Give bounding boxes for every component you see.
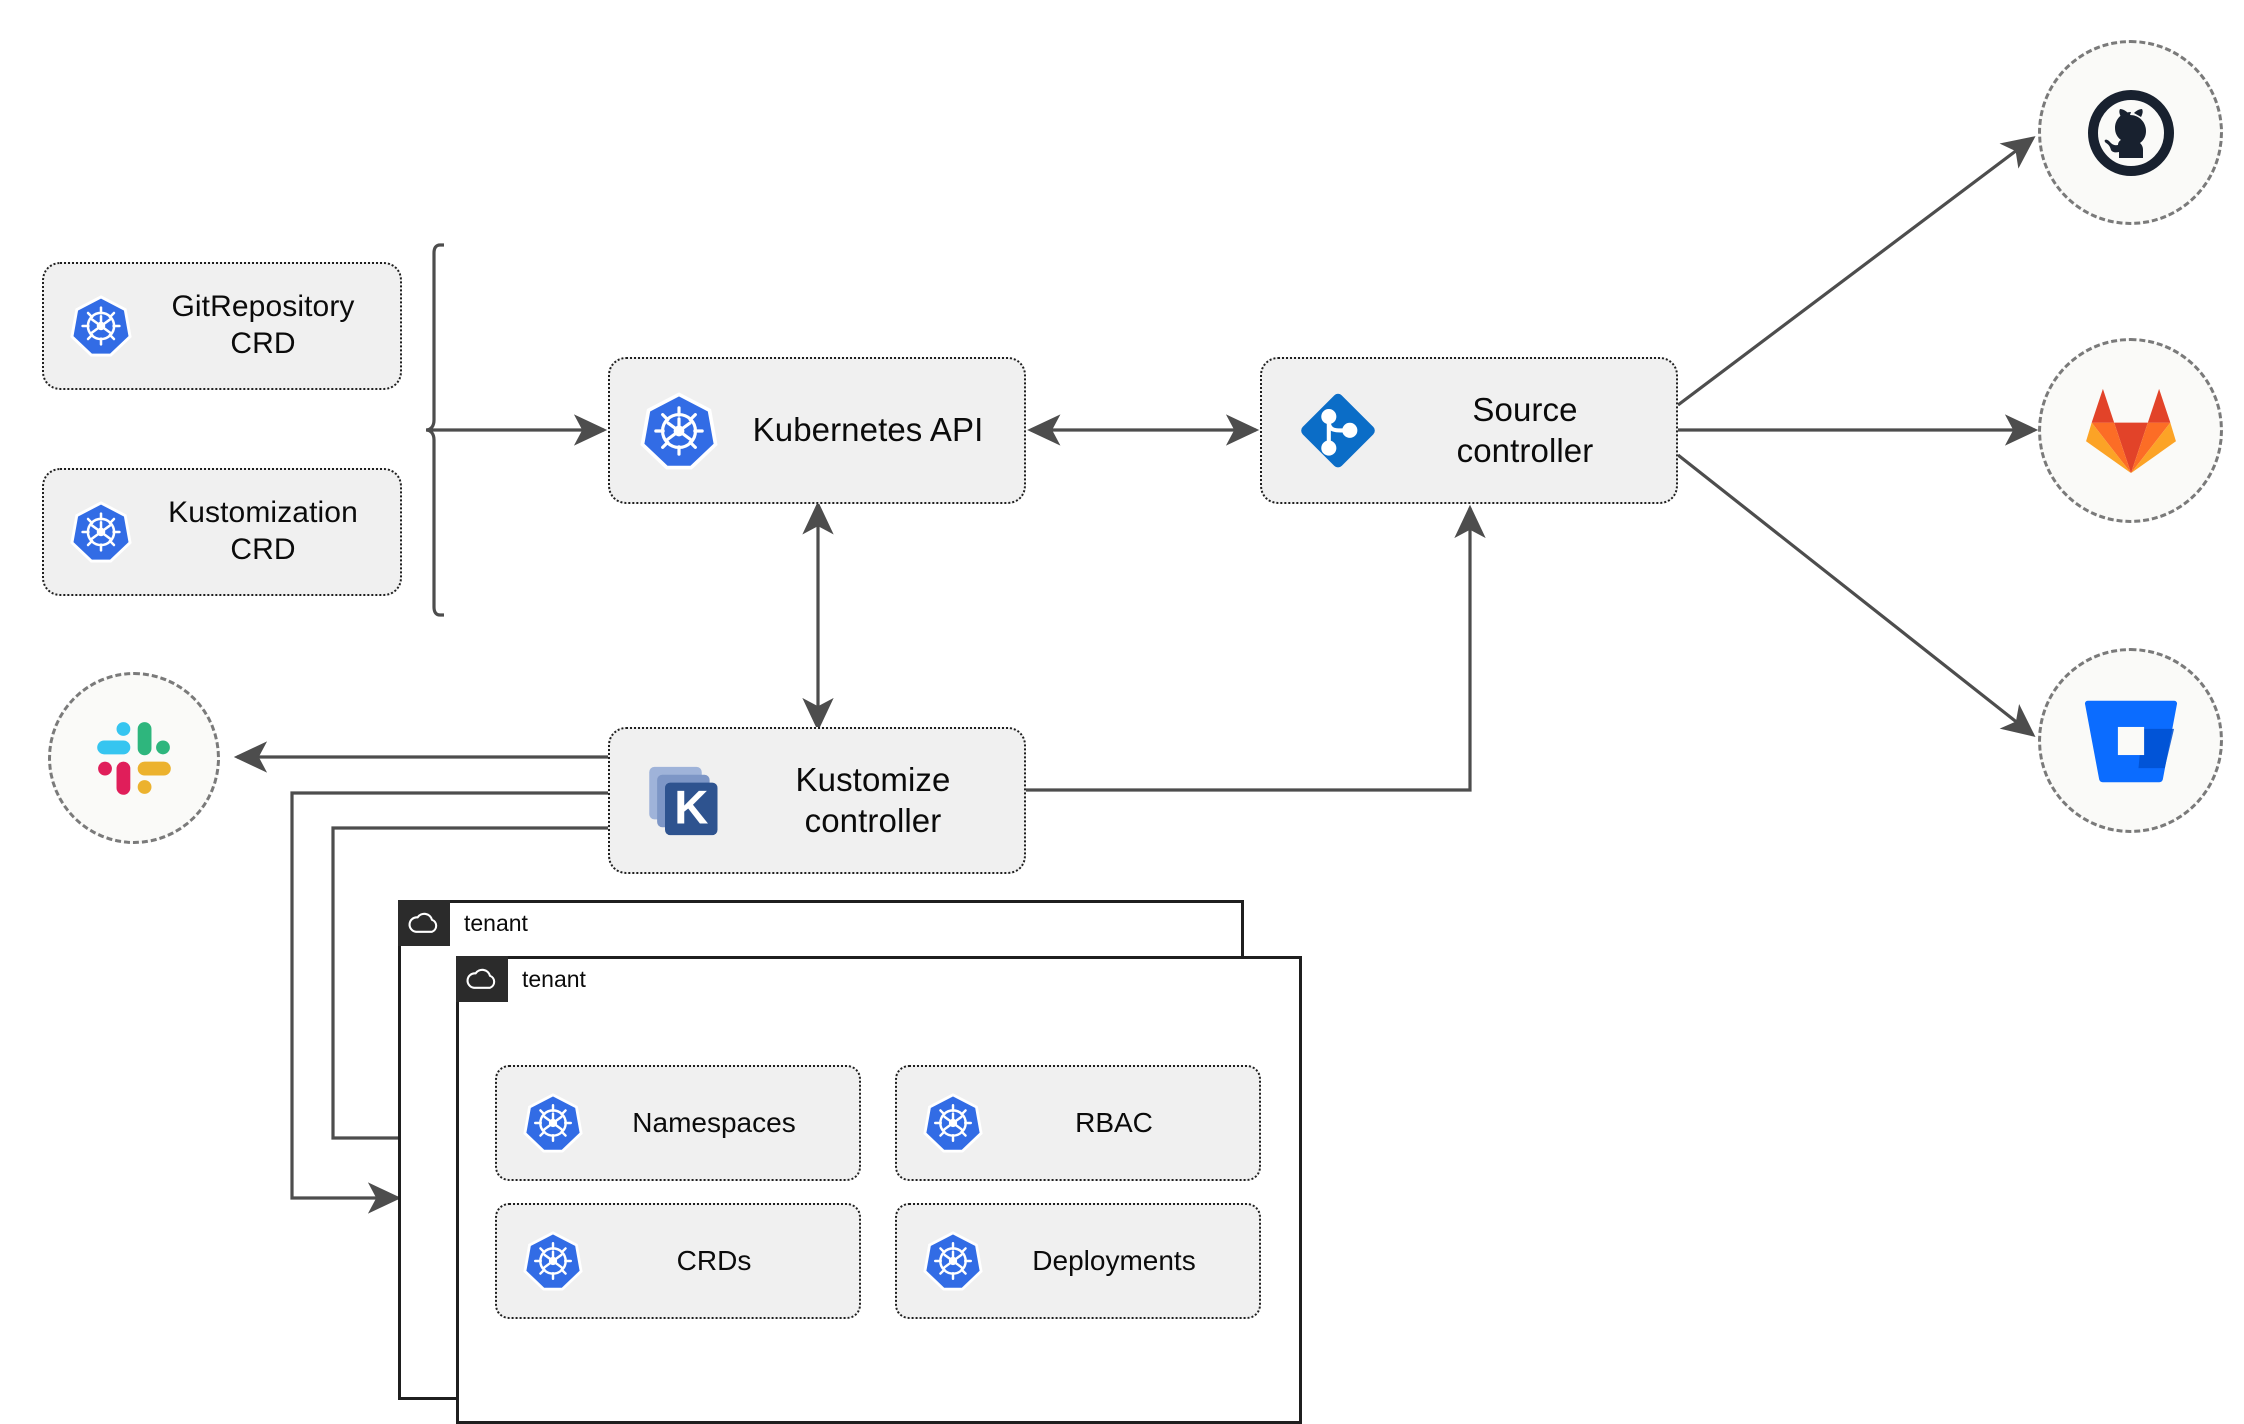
edge-source-controller-to-github: [1677, 136, 2036, 407]
edge-kustomize-to-source-controller: [1024, 504, 1486, 792]
node-label: RBAC: [1075, 1107, 1153, 1138]
cloud-icon: [456, 956, 508, 1002]
node-namespaces[interactable]: Namespaces: [495, 1065, 861, 1181]
node-label: CRDs: [676, 1245, 752, 1276]
tenant-outer-label: tenant: [464, 909, 528, 936]
kustomize-icon: K: [610, 759, 728, 843]
node-source-controller[interactable]: Source controller: [1260, 357, 1678, 504]
tenant-resource-grid: Namespaces: [495, 1065, 1261, 1319]
node-label: Kustomize controller: [795, 761, 951, 839]
node-gitrepository-crd[interactable]: GitRepository CRD: [42, 262, 402, 390]
tenant-inner[interactable]: tenant: [456, 956, 1302, 1424]
crd-group-bracket: [425, 243, 444, 617]
kubernetes-icon: [44, 501, 132, 563]
edge-source-controller-to-bitbucket: [1677, 453, 2036, 737]
kubernetes-icon: [497, 1093, 583, 1153]
node-label: Kustomization CRD: [168, 496, 358, 566]
kubernetes-icon: [44, 295, 132, 357]
tenant-outer-header: tenant: [398, 900, 528, 946]
kubernetes-icon: [497, 1231, 583, 1291]
svg-text:K: K: [674, 781, 708, 834]
source-controller-icon: [1262, 389, 1380, 473]
node-label: Source controller: [1456, 391, 1594, 469]
gitlab-icon: [2085, 388, 2176, 473]
node-deployments[interactable]: Deployments: [895, 1203, 1261, 1319]
bubble-bitbucket[interactable]: [2038, 648, 2223, 833]
kubernetes-icon: [897, 1093, 983, 1153]
node-kustomize-controller[interactable]: K Kustomize controller: [608, 727, 1026, 874]
bubble-gitlab[interactable]: [2038, 338, 2223, 523]
kubernetes-icon: [610, 391, 718, 470]
node-label: Kubernetes API: [752, 411, 984, 449]
node-kustomization-crd[interactable]: Kustomization CRD: [42, 468, 402, 596]
node-label: GitRepository CRD: [171, 290, 355, 360]
github-icon: [2087, 89, 2174, 176]
node-crds[interactable]: CRDs: [495, 1203, 861, 1319]
bubble-slack[interactable]: [48, 672, 220, 844]
node-kubernetes-api[interactable]: Kubernetes API: [608, 357, 1026, 504]
bubble-github[interactable]: [2038, 40, 2223, 225]
kubernetes-icon: [897, 1231, 983, 1291]
tenant-inner-header: tenant: [456, 956, 586, 1002]
node-rbac[interactable]: RBAC: [895, 1065, 1261, 1181]
cloud-icon: [398, 900, 450, 946]
bitbucket-icon: [2084, 700, 2177, 782]
slack-icon: [97, 722, 171, 795]
node-label: Namespaces: [632, 1107, 796, 1138]
node-label: Deployments: [1032, 1245, 1196, 1276]
tenant-inner-label: tenant: [522, 965, 586, 992]
